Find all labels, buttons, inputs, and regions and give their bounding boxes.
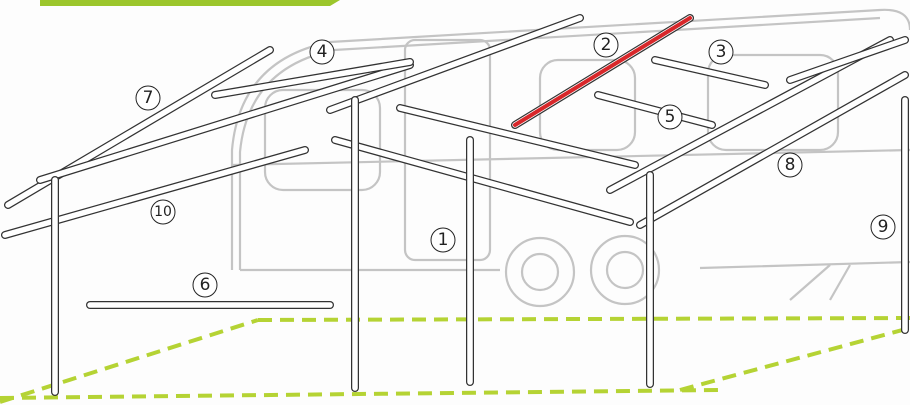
- label-7: 7: [135, 85, 161, 111]
- svg-text:6: 6: [200, 275, 211, 295]
- svg-text:3: 3: [716, 42, 727, 62]
- svg-text:8: 8: [785, 155, 796, 175]
- label-3: 3: [708, 39, 734, 65]
- label-6: 6: [192, 272, 218, 298]
- svg-text:7: 7: [143, 88, 154, 108]
- roof-pole-mid: [396, 104, 639, 169]
- roof-pole-top: [326, 14, 584, 114]
- brace-pole-4: [211, 58, 414, 99]
- roof-pole-far: [786, 36, 909, 84]
- svg-text:2: 2: [601, 35, 612, 55]
- roof-pole-lower: [331, 136, 634, 226]
- label-4: 4: [309, 39, 335, 65]
- svg-text:9: 9: [878, 217, 889, 237]
- label-5: 5: [657, 104, 683, 130]
- front-pole-10: [1, 146, 309, 239]
- ground-lines: [0, 316, 910, 404]
- svg-text:1: 1: [438, 230, 449, 250]
- brace-pole-3: [651, 56, 769, 89]
- roof-pole-2: [511, 14, 694, 129]
- roof-pole-upper: [36, 61, 414, 184]
- label-10: 10: [150, 199, 176, 225]
- label-2: 2: [593, 32, 619, 58]
- label-1: 1: [430, 227, 456, 253]
- front-pole-8: [636, 71, 909, 229]
- svg-text:4: 4: [317, 42, 328, 62]
- header-banner: [40, 0, 340, 6]
- brace-pole-5: [594, 91, 716, 129]
- label-8: 8: [777, 152, 803, 178]
- svg-text:10: 10: [154, 204, 172, 220]
- label-9: 9: [870, 214, 896, 240]
- svg-text:5: 5: [665, 107, 676, 127]
